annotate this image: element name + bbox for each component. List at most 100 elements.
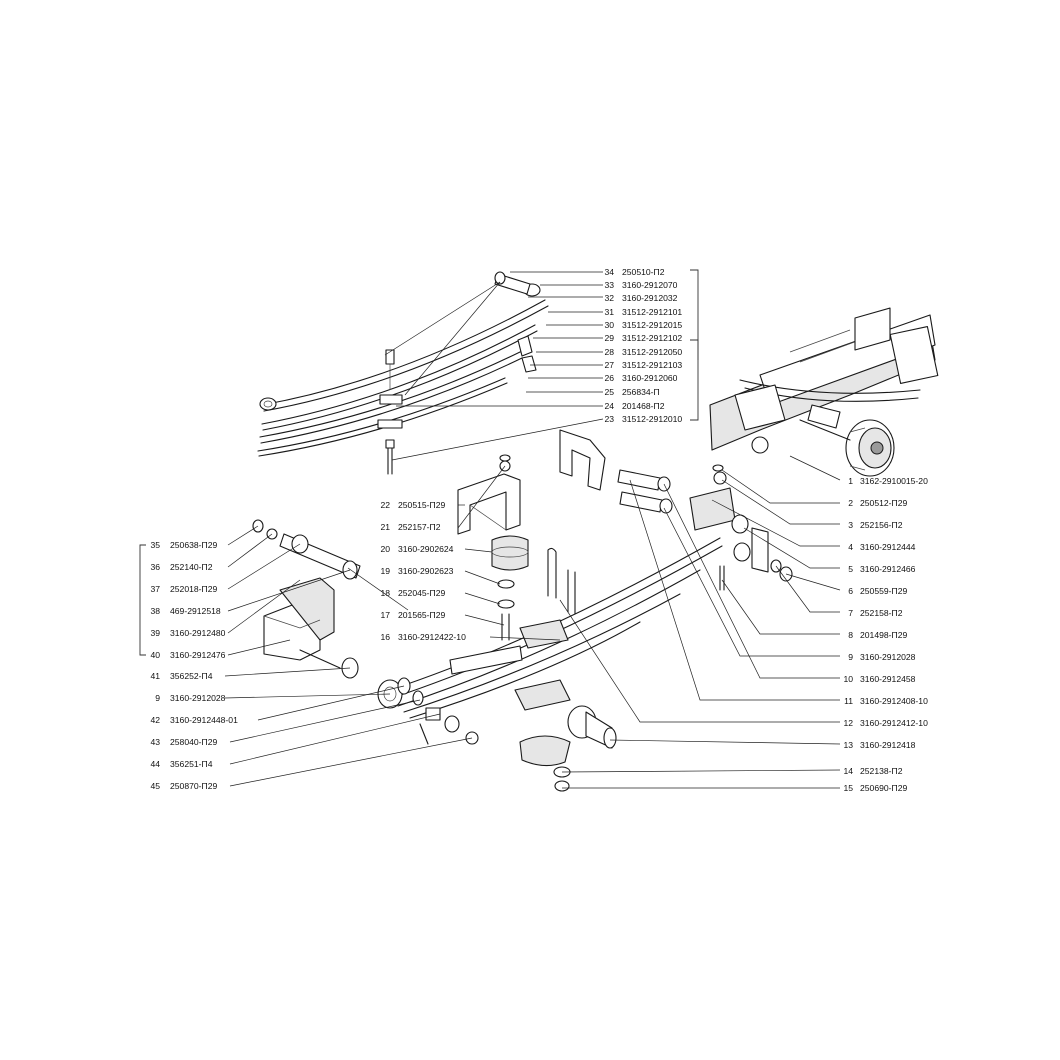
callout-num: 45 [150, 781, 160, 791]
callout-num: 32 [604, 293, 614, 303]
callout-code: 252158-П2 [860, 608, 903, 618]
callout-num: 12 [843, 718, 853, 728]
callout-num: 24 [604, 401, 614, 411]
callout-code: 250638-П29 [170, 540, 217, 550]
callout-code: 252156-П2 [860, 520, 903, 530]
bump-stop-bracket [457, 473, 521, 535]
callout-num: 3 [848, 520, 853, 530]
callout-code: 3160-2912476 [170, 650, 226, 660]
callout-code: 3160-2912458 [860, 674, 916, 684]
callout-code: 252157-П2 [398, 522, 441, 532]
callout-num: 33 [604, 280, 614, 290]
callout-code: 31512-2912102 [622, 333, 682, 343]
callout-num: 43 [150, 737, 160, 747]
rubber-buffer [491, 535, 529, 571]
callout-num: 44 [150, 759, 160, 769]
callout-code: 3160-2912480 [170, 628, 226, 638]
callout-num: 18 [380, 588, 390, 598]
callout-num: 38 [150, 606, 160, 616]
callout-num: 23 [604, 414, 614, 424]
leaf-spring-exploded [257, 271, 549, 475]
callout-code: 3162-2910015-20 [860, 476, 928, 486]
callout-code: 256834-П [622, 387, 660, 397]
callout-num: 8 [848, 630, 853, 640]
callout-code: 258040-П29 [170, 737, 217, 747]
bump-stop-group [457, 454, 529, 641]
callout-num: 34 [604, 267, 614, 277]
callout-num: 6 [848, 586, 853, 596]
callout-num: 11 [844, 696, 853, 706]
callout-num: 35 [150, 540, 160, 550]
axle-hub-group [519, 705, 617, 792]
callout-num: 7 [848, 608, 853, 618]
callout-num: 42 [150, 715, 160, 725]
callout-num: 37 [150, 584, 160, 594]
callout-num: 26 [604, 373, 614, 383]
callout-code: 250690-П29 [860, 783, 907, 793]
callout-code: 250512-П29 [860, 498, 907, 508]
callout-num: 14 [843, 766, 853, 776]
callout-num: 28 [604, 347, 614, 357]
callout-num: 21 [380, 522, 390, 532]
callout-code: 3160-2902624 [398, 544, 454, 554]
callout-code: 3160-2912412-10 [860, 718, 928, 728]
callout-num: 29 [604, 333, 614, 343]
center-bolt [387, 447, 393, 475]
callout-num: 1 [848, 476, 853, 486]
callout-code: 3160-2912070 [622, 280, 678, 290]
callout-num: 19 [380, 566, 390, 576]
callout-code: 201498-П29 [860, 630, 907, 640]
callout-num: 40 [150, 650, 160, 660]
callout-code: 3160-2912028 [170, 693, 226, 703]
callout-code: 3160-2912444 [860, 542, 916, 552]
callout-code: 201468-П2 [622, 401, 665, 411]
callout-num: 16 [380, 632, 390, 642]
rebound-clip [517, 335, 533, 357]
callout-num: 20 [380, 544, 390, 554]
u-bolt [547, 547, 557, 599]
callout-num: 5 [848, 564, 853, 574]
callout-code: 356252-П4 [170, 671, 213, 681]
callout-num: 9 [848, 652, 853, 662]
callout-code: 3160-2912418 [860, 740, 916, 750]
lower-clamp [519, 735, 571, 767]
callout-num: 25 [604, 387, 614, 397]
callout-code: 3160-2912408-10 [860, 696, 928, 706]
callout-num: 27 [604, 360, 614, 370]
callout-code: 252140-П2 [170, 562, 213, 572]
callout-code: 31512-2912050 [622, 347, 682, 357]
callout-num: 13 [843, 740, 853, 750]
callout-num: 30 [604, 320, 614, 330]
callout-num: 39 [150, 628, 160, 638]
callout-code: 3160-2912448-01 [170, 715, 238, 725]
callout-num: 31 [604, 307, 614, 317]
callout-code: 250870-П29 [170, 781, 217, 791]
callout-code: 31512-2912010 [622, 414, 682, 424]
shackle-plate [689, 487, 736, 531]
callout-code: 31512-2912103 [622, 360, 682, 370]
callout-code: 31512-2912015 [622, 320, 682, 330]
vehicle-rear-axle-assembly [709, 307, 939, 477]
callout-code: 3160-2902623 [398, 566, 454, 576]
callout-code: 250510-П2 [622, 267, 665, 277]
callout-code: 252138-П2 [860, 766, 903, 776]
callout-num: 2 [848, 498, 853, 508]
callout-code: 3160-2912422-10 [398, 632, 466, 642]
callout-code: 252045-П29 [398, 588, 445, 598]
spring-pad [519, 619, 569, 649]
callout-code: 250515-П29 [398, 500, 445, 510]
callout-code: 31512-2912101 [622, 307, 682, 317]
callout-code: 469-2912518 [170, 606, 221, 616]
callout-num: 22 [380, 500, 390, 510]
spring-eye-left [259, 397, 277, 411]
callout-num: 36 [150, 562, 160, 572]
label-brackets [139, 269, 699, 656]
callout-code: 3160-2912060 [622, 373, 678, 383]
callout-num: 9 [155, 693, 160, 703]
callout-code: 201565-П29 [398, 610, 445, 620]
callout-labels: 34 250510-П2 33 3160-2912070 32 3160-291… [150, 267, 928, 793]
callout-num: 4 [848, 542, 853, 552]
callout-code: 3160-2912032 [622, 293, 678, 303]
callout-num: 15 [843, 783, 853, 793]
